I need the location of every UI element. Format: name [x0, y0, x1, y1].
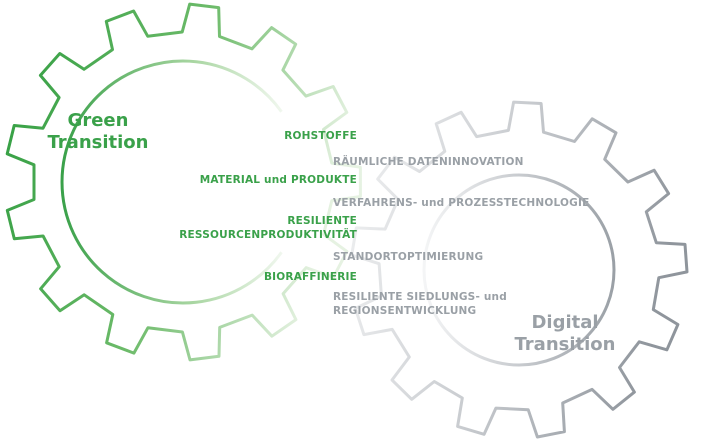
label-rohstoffe: ROHSTOFFE: [284, 130, 357, 142]
digital-transition-title: Digital Transition: [500, 312, 630, 355]
label-raeumliche-dateninnovation: RÄUMLICHE DATENINNOVATION: [333, 156, 524, 168]
digital-gear-inner-ring: [422, 173, 616, 367]
label-regionsentwicklung: REGIONSENTWICKLUNG: [333, 305, 477, 317]
green-title-line2: Transition: [47, 131, 149, 153]
label-standortoptimierung: STANDORTOPTIMIERUNG: [333, 251, 484, 263]
label-material-produkte: MATERIAL und PRODUKTE: [199, 174, 357, 186]
digital-title-line2: Transition: [514, 333, 616, 355]
green-transition-title: Green Transition: [38, 110, 158, 153]
label-bioraffinerie: BIORAFFINERIE: [263, 271, 357, 283]
green-title-line1: Green: [67, 110, 129, 131]
label-resiliente: RESILIENTE: [287, 215, 357, 227]
label-resiliente-siedlungs: RESILIENTE SIEDLUNGS- und: [333, 291, 507, 303]
green-gear-inner-ring: [60, 59, 283, 305]
label-verfahrens-prozesstechnologie: VERFAHRENS- und PROZESSTECHNOLOGIE: [333, 197, 590, 209]
digital-gear-outline: [350, 100, 689, 439]
label-ressourcenproduktivitaet: RESSOURCENPRODUKTIVITÄT: [179, 229, 357, 241]
green-gear-outline: [5, 2, 362, 362]
digital-title-line1: Digital: [531, 312, 599, 333]
